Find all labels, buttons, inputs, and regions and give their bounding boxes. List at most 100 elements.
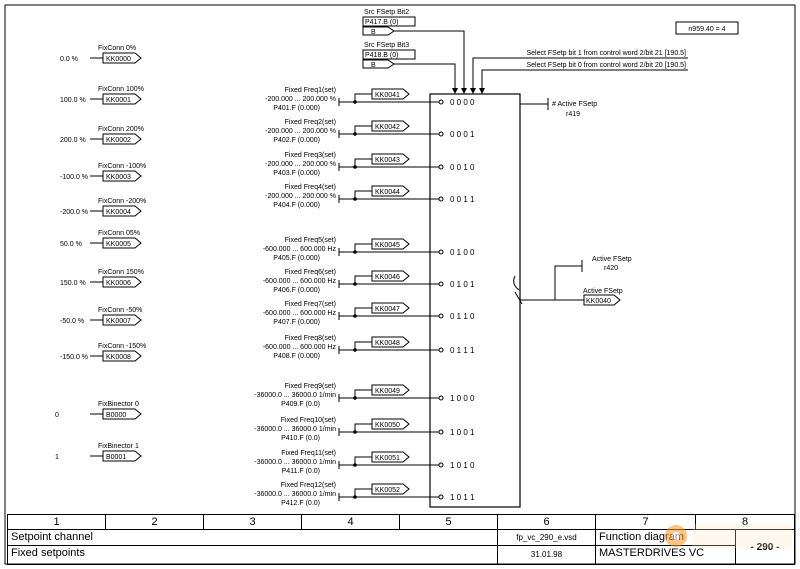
setpoint-param: P411.F (0.0) bbox=[282, 468, 320, 475]
setpoint-name: Fixed Freq11(set) bbox=[281, 450, 336, 457]
setpoint-connector-tag bbox=[371, 384, 410, 396]
selector-input-terminal bbox=[438, 131, 444, 137]
active-fsetp-label: Active FSetp bbox=[592, 256, 632, 263]
selector-bit-code: 0 1 1 0 bbox=[450, 312, 475, 321]
setpoint-param: P401.F (0.000) bbox=[273, 105, 320, 112]
fixed-connector-name: FixBinector 0 bbox=[98, 401, 139, 408]
setpoint-connector-tag bbox=[371, 120, 410, 132]
setpoint-range: -200.000 ... 200.000 % bbox=[265, 96, 336, 103]
select-bit0-label: Select FSetp bit 0 from control word 2/b… bbox=[526, 62, 686, 69]
setpoint-range: -600.000 ... 600.000 Hz bbox=[263, 278, 337, 285]
setpoint-connector-code: KK0042 bbox=[375, 124, 400, 131]
select-bit0-line bbox=[479, 69, 688, 94]
setpoint-connector-tag bbox=[371, 336, 410, 348]
setpoint-range: -600.000 ... 600.000 Hz bbox=[263, 246, 337, 253]
setpoint-branch bbox=[354, 389, 372, 398]
setpoint-param: P408.F (0.000) bbox=[273, 353, 320, 360]
selector-bit-code: 0 0 1 0 bbox=[450, 163, 475, 172]
setpoint-name: Fixed Freq1(set) bbox=[285, 87, 336, 94]
fixed-connector-code: KK0005 bbox=[106, 241, 131, 248]
fixed-connector-code: KK0000 bbox=[106, 56, 131, 63]
column-number: 6 bbox=[497, 514, 596, 530]
diagram-subtitle: Fixed setpoints bbox=[7, 545, 498, 565]
selector-bit-code: 0 0 0 0 bbox=[450, 98, 475, 107]
setpoint-connector-code: KK0047 bbox=[375, 306, 400, 313]
setpoint-branch bbox=[354, 341, 372, 350]
setpoint-connector-code: KK0048 bbox=[375, 340, 400, 347]
selector-input-terminal bbox=[438, 347, 444, 353]
selector-bit-code: 0 1 1 1 bbox=[450, 346, 475, 355]
parameter-box-text: n959.40 = 4 bbox=[688, 26, 725, 33]
selector-bit-code: 1 0 1 0 bbox=[450, 461, 475, 470]
fixed-connector-name: FixConn -200% bbox=[98, 198, 146, 205]
fixed-value: 150.0 % bbox=[60, 280, 86, 287]
fixed-connector-code: B0001 bbox=[106, 454, 126, 461]
setpoint-connector-code: KK0041 bbox=[375, 92, 400, 99]
setpoint-name: Fixed Freq7(set) bbox=[285, 301, 336, 308]
file-name: fp_vc_290_e.vsd bbox=[497, 529, 596, 546]
setpoint-param: P402.F (0.000) bbox=[273, 137, 320, 144]
src-bit2-title: Src FSetp Bit2 bbox=[364, 9, 409, 16]
src-bit3-title: Src FSetp Bit3 bbox=[364, 42, 409, 49]
fixed-connector-name: FixConn 200% bbox=[98, 126, 144, 133]
active-fsetp-num-label: # Active FSetp bbox=[552, 101, 597, 108]
setpoint-range: -600.000 ... 600.000 Hz bbox=[263, 344, 337, 351]
setpoint-connector-tag bbox=[371, 153, 410, 165]
select-bit1-label: Select FSetp bit 1 from control word 2/b… bbox=[526, 50, 686, 57]
select-bit1-line bbox=[470, 57, 688, 94]
selector-input-terminal bbox=[438, 494, 444, 500]
fixed-connector-name: FixConn 150% bbox=[98, 269, 144, 276]
selector-input-terminal bbox=[438, 395, 444, 401]
title-block: 1 2 3 4 5 6 7 8 Setpoint channel Fixed s… bbox=[7, 514, 795, 565]
fixed-value: -150.0 % bbox=[60, 354, 88, 361]
setpoint-name: Fixed Freq10(set) bbox=[281, 417, 336, 424]
fixed-value: 50.0 % bbox=[60, 241, 82, 248]
setpoint-connector-code: KK0043 bbox=[375, 157, 400, 164]
kk0040-connector bbox=[583, 294, 621, 306]
src-bit2-type: B bbox=[371, 29, 376, 36]
setpoint-connector-tag bbox=[371, 270, 410, 282]
active-fsetp-param: r420 bbox=[604, 265, 618, 272]
fixed-connector-name: FixConn -100% bbox=[98, 163, 146, 170]
setpoint-branch bbox=[354, 158, 372, 167]
setpoint-branch bbox=[354, 456, 372, 465]
setpoint-range: -36000.0 ... 36000.0 1/min bbox=[254, 491, 336, 498]
setpoint-connector-tag bbox=[371, 418, 410, 430]
setpoint-branch bbox=[354, 190, 372, 199]
diagram-title: Setpoint channel bbox=[7, 529, 498, 546]
fixed-connector-code: KK0007 bbox=[106, 318, 131, 325]
selector-input-terminal bbox=[438, 164, 444, 170]
selector-input-terminal bbox=[438, 429, 444, 435]
fixed-connector-name: FixConn 05% bbox=[98, 230, 140, 237]
setpoint-connector-tag bbox=[371, 451, 410, 463]
src-bit3-param-box bbox=[362, 49, 416, 60]
setpoint-connector-tag bbox=[371, 185, 410, 197]
src-bit3-param: P418.B (0) bbox=[365, 52, 398, 59]
selector-input-terminal bbox=[438, 99, 444, 105]
fixed-value: 1 bbox=[55, 454, 59, 461]
setpoint-branch bbox=[354, 243, 372, 252]
setpoint-param: P412.F (0.0) bbox=[281, 500, 320, 507]
fixed-connector-code: KK0004 bbox=[106, 209, 131, 216]
fixed-value: 0 bbox=[55, 412, 59, 419]
setpoint-name: Fixed Freq2(set) bbox=[285, 119, 336, 126]
setpoint-connector-code: KK0052 bbox=[375, 487, 400, 494]
fixed-setpoint-list: Fixed Freq1(set) -200.000 ... 200.000 % P4… bbox=[254, 87, 475, 507]
setpoint-connector-tag bbox=[371, 88, 410, 100]
fixed-connector-tag bbox=[102, 205, 142, 217]
setpoint-param: P406.F (0.000) bbox=[273, 287, 320, 294]
fixed-connector-name: FixConn 0% bbox=[98, 45, 136, 52]
fixed-value: -200.0 % bbox=[60, 209, 88, 216]
setpoint-range: -600.000 ... 600.000 Hz bbox=[263, 310, 337, 317]
selector-bit-code: 0 1 0 1 bbox=[450, 280, 475, 289]
selector-input-terminal bbox=[438, 313, 444, 319]
fixed-connector-tag bbox=[102, 52, 142, 64]
setpoint-param: P404.F (0.000) bbox=[273, 202, 320, 209]
setpoint-branch bbox=[354, 488, 372, 497]
setpoint-range: -200.000 ... 200.000 % bbox=[265, 193, 336, 200]
fixed-connector-tag bbox=[102, 276, 142, 288]
src-bit3-type: B bbox=[371, 62, 376, 69]
fixed-value: -100.0 % bbox=[60, 174, 88, 181]
setpoint-name: Fixed Freq8(set) bbox=[285, 335, 336, 342]
